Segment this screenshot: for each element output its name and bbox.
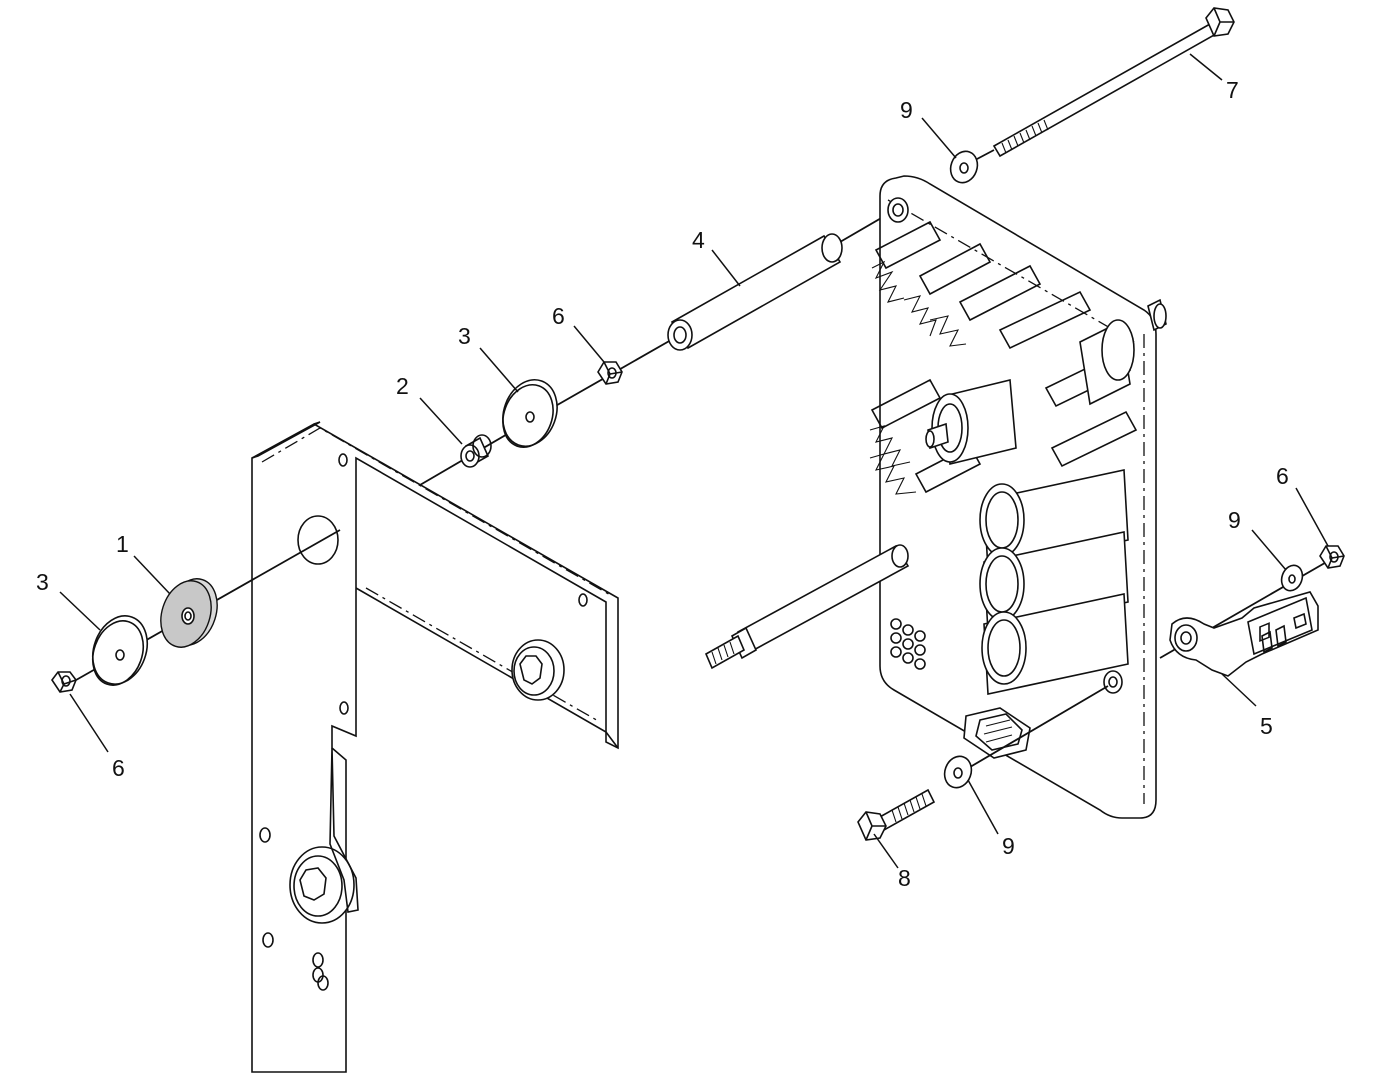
lock-washer-lower <box>943 755 973 789</box>
manufacturer-logo <box>890 618 926 670</box>
mounting-bracket-plate <box>251 421 619 1073</box>
terminal-strap <box>1169 591 1319 677</box>
long-hex-bolt <box>959 7 1235 169</box>
callout-3-left: 3 <box>36 569 49 595</box>
callout-2: 2 <box>396 373 409 399</box>
capacitor-3 <box>981 593 1129 695</box>
flat-washer-upper <box>502 379 558 448</box>
callout-6-upper: 6 <box>552 303 565 329</box>
callout-9-lower: 9 <box>1002 833 1015 859</box>
rectifier-board-assembly <box>869 175 1167 819</box>
spacer-bushing <box>460 434 492 468</box>
rubber-grommet <box>160 578 218 648</box>
short-hex-bolt <box>857 788 936 841</box>
hex-nut-upper <box>597 361 623 385</box>
callout-8: 8 <box>898 865 911 891</box>
hex-nut-left <box>51 671 77 693</box>
assembly-axis-lower <box>964 685 1109 771</box>
flat-washer-left <box>91 615 149 686</box>
callout-1: 1 <box>116 531 129 557</box>
callout-leaders <box>59 53 1329 869</box>
callout-7: 7 <box>1226 77 1239 103</box>
lock-washer-top <box>949 150 979 184</box>
db-connector <box>963 707 1031 759</box>
callout-5: 5 <box>1260 713 1273 739</box>
threaded-standoff <box>704 544 910 670</box>
callout-3-upper: 3 <box>458 323 471 349</box>
lock-washer-right <box>1280 564 1304 592</box>
callout-9-right: 9 <box>1228 507 1241 533</box>
hex-nut-right <box>1319 545 1345 569</box>
callout-6-left: 6 <box>112 755 125 781</box>
callout-9-top: 9 <box>900 97 913 123</box>
callout-6-right: 6 <box>1276 463 1289 489</box>
spacer-tube-long <box>667 233 843 351</box>
callout-4: 4 <box>692 227 705 253</box>
